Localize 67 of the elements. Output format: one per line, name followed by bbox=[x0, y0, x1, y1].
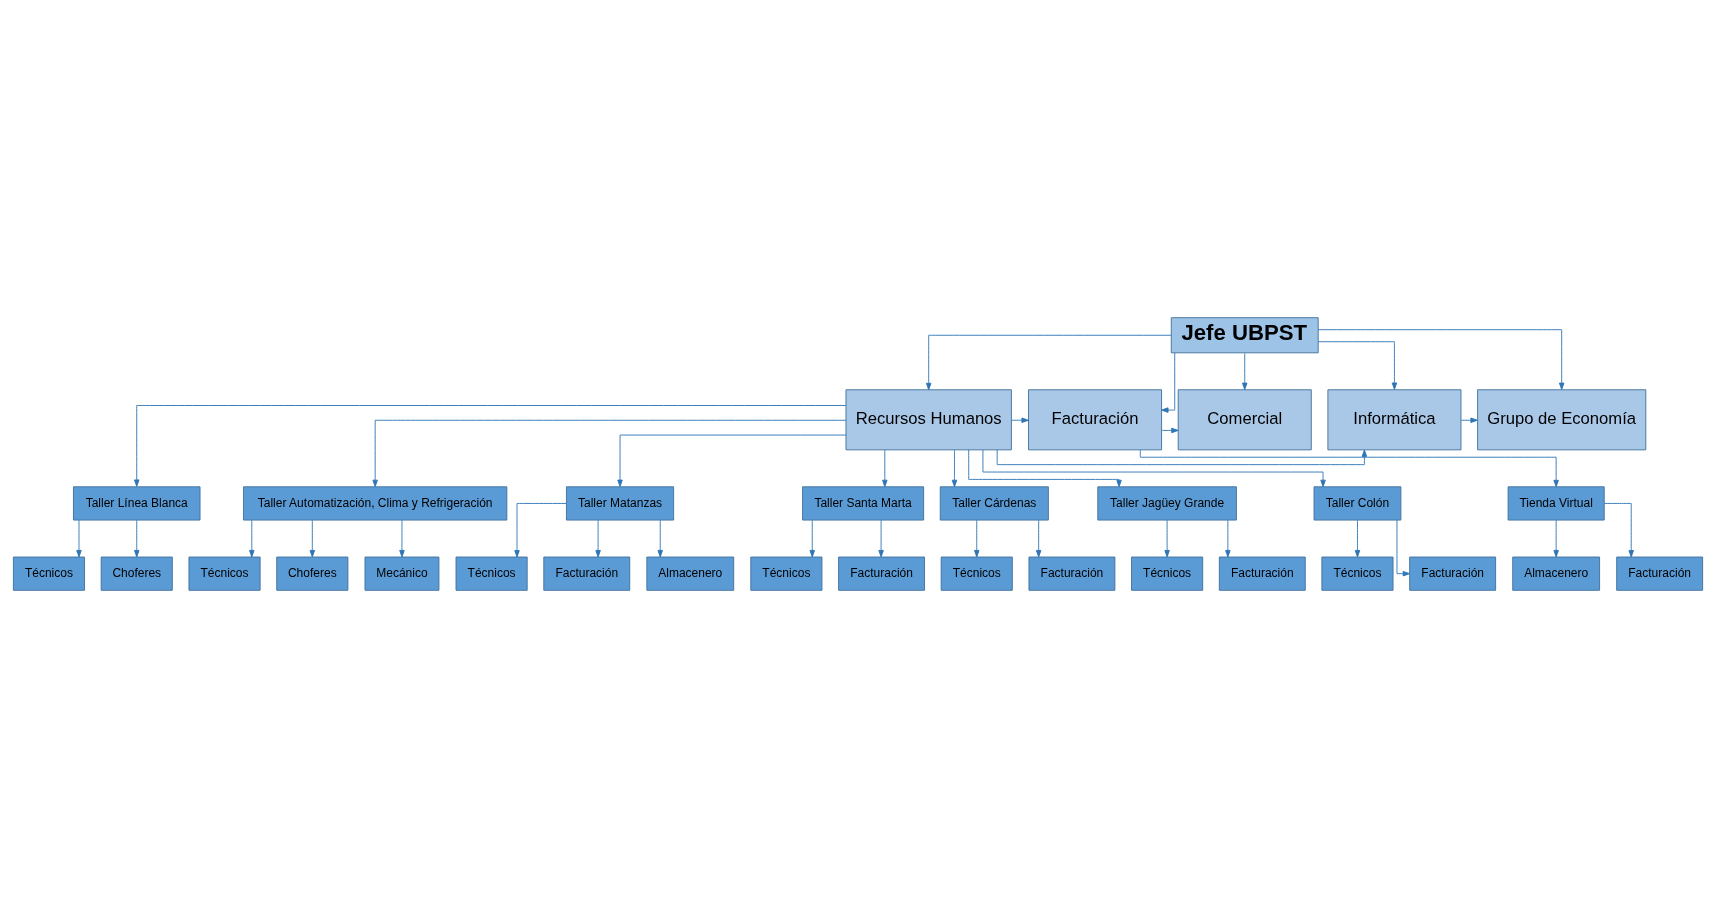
node-box: Comercial bbox=[1177, 389, 1312, 451]
arrow bbox=[134, 405, 847, 487]
arrow bbox=[878, 519, 884, 558]
node-box: Taller Automatización, Clima y Refrigeración bbox=[243, 486, 508, 521]
node-box: Técnicos bbox=[188, 556, 261, 591]
arrow bbox=[595, 519, 601, 558]
node-box: Facturación bbox=[838, 556, 925, 591]
node-box: Técnicos bbox=[750, 556, 823, 591]
node-box: Técnicos bbox=[1131, 556, 1204, 591]
node-box: Recursos Humanos bbox=[845, 389, 1012, 451]
arrow bbox=[309, 519, 316, 558]
arrow bbox=[1242, 352, 1248, 391]
node-box: Mecánico bbox=[364, 556, 440, 591]
node-box: Taller Matanzas bbox=[566, 486, 675, 521]
arrow bbox=[134, 519, 140, 558]
arrow bbox=[1164, 519, 1170, 558]
arrow bbox=[982, 449, 1326, 488]
node-box: Informática bbox=[1327, 389, 1462, 451]
node-box: Técnicos bbox=[1321, 556, 1394, 591]
node-box: Choferes bbox=[100, 556, 173, 591]
arrow bbox=[657, 519, 663, 558]
arrow bbox=[1354, 519, 1361, 558]
node-box: Almacenero bbox=[1512, 556, 1601, 591]
arrow bbox=[951, 449, 958, 488]
node-box: Facturación bbox=[1616, 556, 1704, 591]
node-box: Choferes bbox=[276, 556, 349, 591]
arrow bbox=[1553, 519, 1559, 558]
node-box: Grupo de Economía bbox=[1477, 389, 1647, 451]
arrow bbox=[1317, 341, 1398, 390]
arrow bbox=[1396, 519, 1411, 577]
arrow bbox=[996, 449, 1368, 466]
node-box: Técnicos bbox=[455, 556, 528, 591]
arrow bbox=[1225, 519, 1231, 558]
node-box: Tienda Virtual bbox=[1507, 486, 1605, 521]
arrow bbox=[974, 519, 980, 558]
node-box: Taller Línea Blanca bbox=[73, 486, 201, 521]
node-box: Técnicos bbox=[12, 556, 85, 591]
arrow bbox=[1161, 352, 1176, 413]
node-box: Almacenero bbox=[646, 556, 735, 591]
node-box: Facturación bbox=[543, 556, 631, 591]
arrow bbox=[617, 434, 847, 487]
node-box: Facturación bbox=[1028, 389, 1162, 451]
arrow bbox=[372, 419, 847, 488]
node-box: Taller Santa Marta bbox=[802, 486, 925, 521]
arrow bbox=[514, 503, 567, 558]
arrow bbox=[925, 334, 1172, 391]
node-box: Taller Cárdenas bbox=[939, 486, 1049, 521]
node-box: Taller Jagüey Grande bbox=[1097, 486, 1237, 521]
arrow bbox=[1460, 417, 1478, 423]
node-box: Facturación bbox=[1028, 556, 1116, 591]
arrow bbox=[1139, 449, 1559, 488]
arrow bbox=[1035, 519, 1042, 558]
arrow bbox=[968, 449, 1122, 488]
node-box: Facturación bbox=[1218, 556, 1306, 591]
node-box: Técnicos bbox=[940, 556, 1013, 591]
arrow bbox=[1161, 427, 1179, 434]
arrow bbox=[249, 519, 255, 558]
arrow bbox=[809, 519, 815, 558]
node-box: Taller Colón bbox=[1313, 486, 1402, 521]
arrow bbox=[1317, 329, 1565, 390]
arrow bbox=[1604, 503, 1634, 558]
arrow bbox=[882, 449, 888, 488]
arrow bbox=[1011, 417, 1029, 423]
node-box: Facturación bbox=[1409, 556, 1497, 591]
node-box: Jefe UBPST bbox=[1170, 317, 1319, 354]
arrow bbox=[399, 519, 405, 558]
arrow bbox=[76, 519, 82, 558]
